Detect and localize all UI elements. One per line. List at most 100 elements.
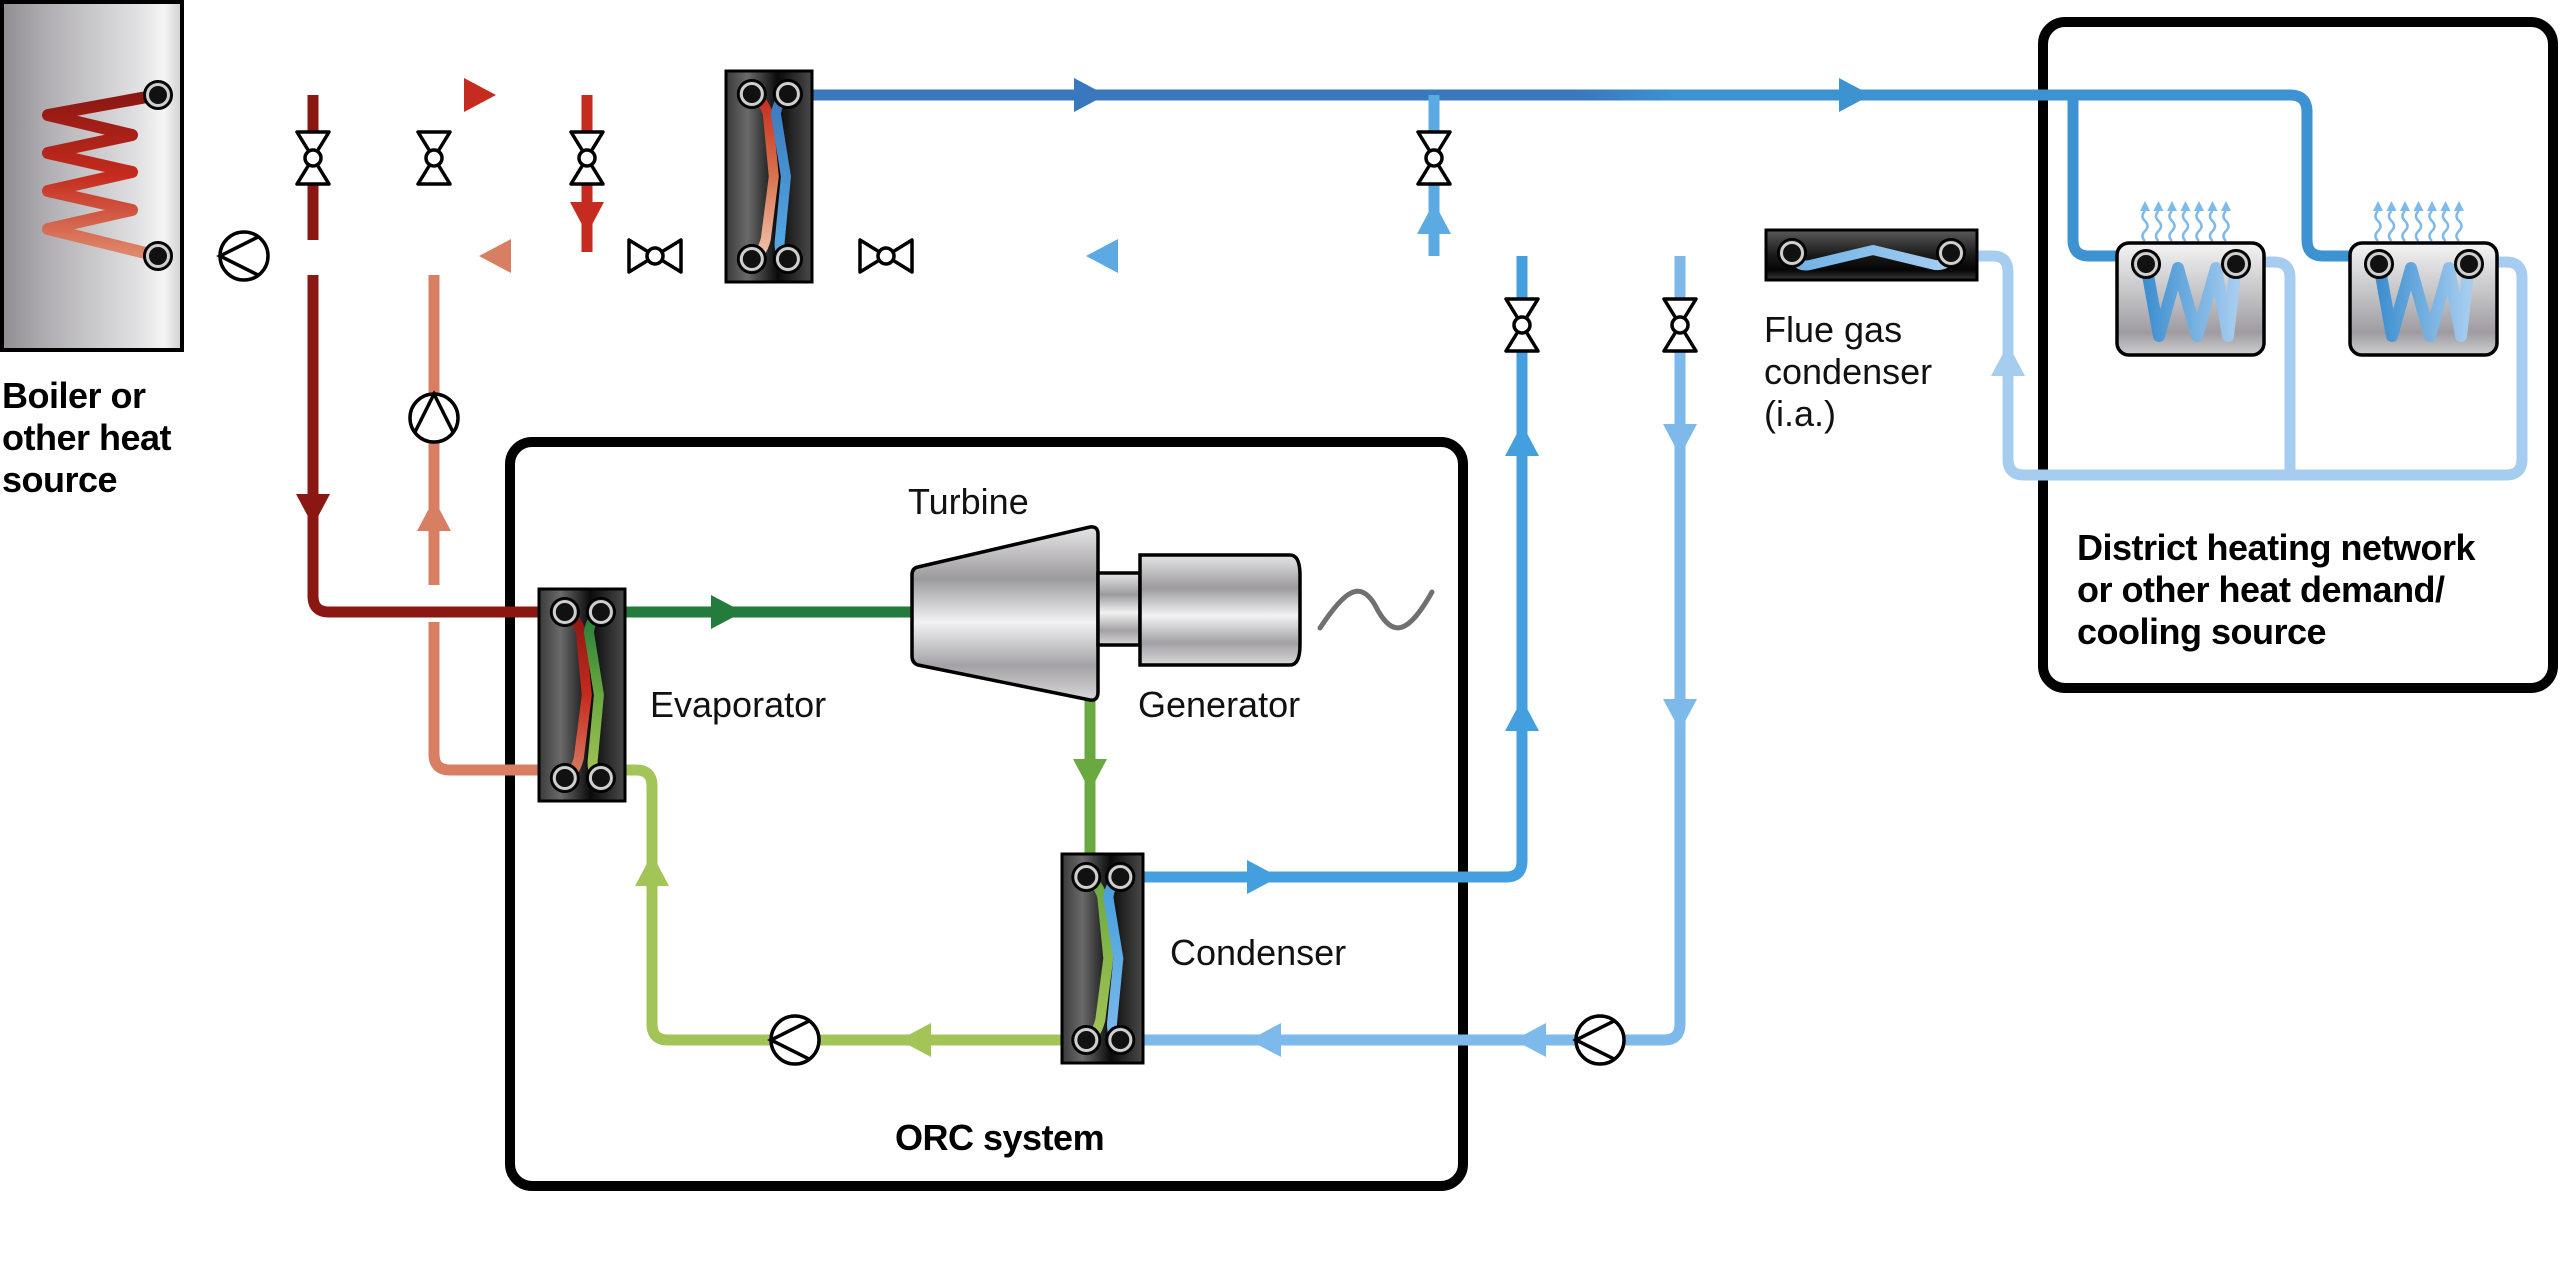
valve-triangle (858, 238, 888, 274)
valve-icon (1504, 297, 1540, 353)
valve-icon (1662, 297, 1698, 353)
heat-wave-arrow (2167, 201, 2177, 211)
district-supply-pipe (812, 89, 2350, 262)
flue-gas-label-line-3: (i.a.) (1764, 393, 1836, 434)
radiator-1 (2115, 201, 2266, 357)
flow-arrows (296, 78, 2025, 1057)
district-label-line-1: District heating network (2077, 527, 2477, 568)
turbine-label: Turbine (908, 481, 1029, 522)
port-icon (1105, 1025, 1136, 1055)
ac-power-icon (1317, 588, 1435, 631)
heat-wave-icon (2414, 210, 2423, 242)
heat-wave-arrow (2207, 201, 2218, 211)
heat-wave-icon (2141, 210, 2149, 242)
valve-triangle (627, 238, 657, 274)
heat-wave-arrow (2440, 201, 2451, 211)
valve-icon (627, 238, 683, 274)
port-icon (1777, 238, 1807, 268)
valve-triangle (295, 130, 331, 160)
flow-arrow-up-icon (1991, 344, 2025, 376)
port-icon (736, 244, 767, 274)
port-ring (2457, 252, 2481, 276)
flow-arrow-down-icon (570, 202, 604, 234)
port-ring (1939, 241, 1963, 265)
valve-actuator (876, 246, 896, 266)
port-icon (549, 763, 580, 793)
port-icon (772, 244, 803, 274)
flow-arrow-down-icon (296, 494, 330, 526)
boiler-label: Boiler or other heat source (2, 375, 172, 500)
valve-triangle (1416, 130, 1452, 160)
pump-triangle (216, 235, 260, 277)
pump-body (769, 1014, 821, 1066)
heat-wave-icon (2222, 210, 2230, 242)
flow-arrow-left-icon (479, 239, 511, 273)
heat-wave-arrow (2221, 201, 2231, 211)
heat-wave-icon (2441, 210, 2450, 242)
generator-body (1138, 553, 1302, 667)
heat-wave-arrow (2386, 201, 2397, 211)
port-ring (2224, 252, 2248, 276)
heat-wave-arrow (2427, 201, 2437, 211)
flow-arrow-right-icon (464, 78, 496, 112)
heat-wave-icon (2401, 210, 2409, 242)
radiator-2 (2348, 201, 2499, 357)
pump-triangle (413, 390, 455, 434)
pump-body (408, 392, 460, 444)
pump-icon (767, 1014, 821, 1066)
valve-triangle (1662, 323, 1698, 353)
valve-triangle (884, 238, 914, 274)
condenser-label: Condenser (1170, 932, 1346, 973)
flue-gas-label-line-2: condenser (1764, 351, 1932, 392)
turbine (910, 525, 1100, 702)
boiler-coil (42, 89, 164, 262)
heat-wave-arrow (2400, 201, 2410, 211)
port-icon (2364, 249, 2394, 279)
heat-wave-icon (2387, 210, 2396, 242)
district-label-line-3: cooling source (2077, 611, 2326, 652)
port-ring (739, 247, 764, 271)
heat-wave-icon (2154, 210, 2163, 242)
port-icon (585, 597, 616, 627)
valve-triangle (569, 130, 605, 160)
valve-actuator (645, 246, 665, 266)
condenser-cooling-out-pipe (1143, 256, 1528, 883)
pump-icon (216, 230, 270, 282)
port-ring (588, 766, 613, 790)
flow-arrow-up-icon (1505, 699, 1539, 731)
port-ring (1074, 865, 1099, 889)
port-icon (1071, 1025, 1102, 1055)
port-icon (772, 79, 803, 109)
flow-arrow-left-icon (1086, 239, 1118, 273)
heat-wave-arrow (2373, 201, 2383, 211)
generator-shaft (1096, 571, 1142, 647)
heat-wave-icon (2374, 210, 2382, 242)
port-icon (143, 80, 173, 110)
boiler-label-line-3: source (2, 459, 117, 500)
valve-triangle (295, 156, 331, 186)
heat-wave-arrow (2180, 201, 2191, 211)
heat-wave-arrow (2413, 201, 2424, 211)
flow-arrow-right-icon (1247, 860, 1279, 894)
port-icon (2454, 249, 2484, 279)
valve-icon (858, 238, 914, 274)
heat-wave-icon (2168, 210, 2176, 242)
port-icon (2131, 249, 2161, 279)
pump-icon (408, 390, 460, 444)
port-icon (1071, 862, 1102, 892)
flow-arrow-up-icon (1417, 202, 1451, 234)
port-icon (585, 763, 616, 793)
port-ring (1108, 1028, 1133, 1052)
valve-actuator (303, 148, 323, 168)
valve-actuator (1512, 315, 1532, 335)
pump-body (218, 230, 270, 282)
radiator-return-loop-pipe (1977, 250, 2528, 481)
district-label-line-2: or other heat demand/ (2077, 569, 2445, 610)
port-ring (775, 82, 800, 106)
heat-wave-icon (2181, 210, 2190, 242)
flue-gas-label: Flue gas condenser (i.a.) (1764, 309, 1932, 434)
valve-triangle (569, 156, 605, 186)
orc-system-label: ORC system (895, 1117, 1104, 1158)
valve-triangle (1504, 323, 1540, 353)
